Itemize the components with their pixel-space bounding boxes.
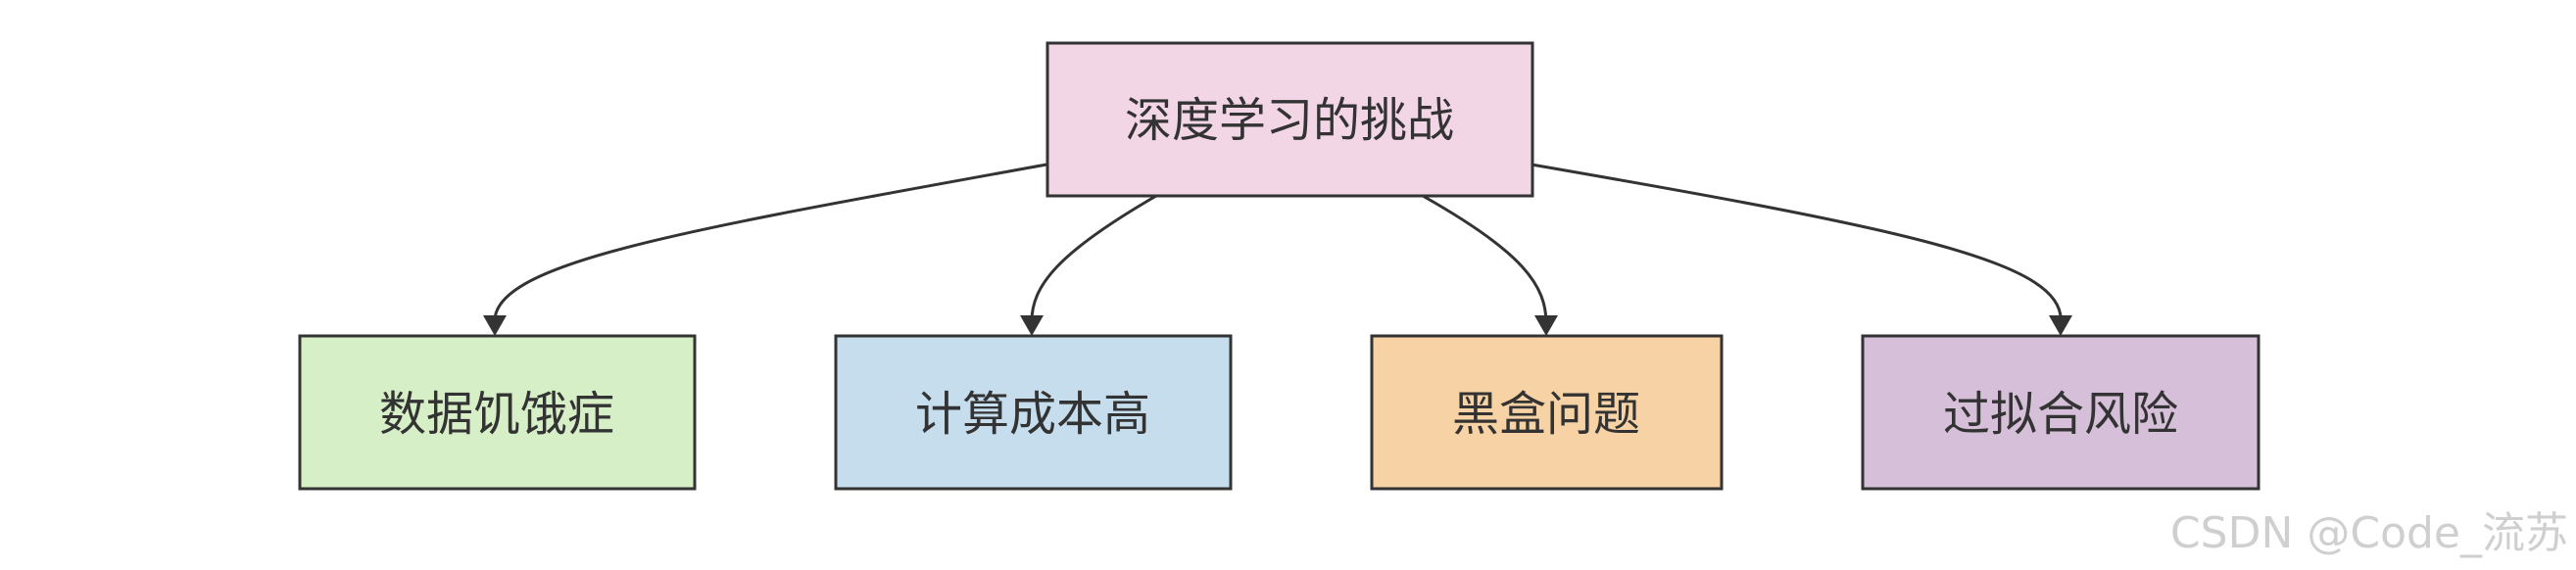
arrowhead-compute-cost <box>1020 315 1044 336</box>
child-node-label: 计算成本高 <box>915 387 1150 442</box>
child-node-box <box>1370 334 1724 491</box>
root-node: 深度学习的挑战 <box>1045 41 1534 198</box>
child-node-box <box>298 334 697 491</box>
child-node-label: 过拟合风险 <box>1943 387 2178 442</box>
edge-root-to-compute-cost <box>1030 194 1157 324</box>
child-node-label: 数据饥饿症 <box>379 387 614 442</box>
child-node-compute-cost: 计算成本高 <box>834 334 1233 491</box>
arrowhead-data-hunger <box>483 315 507 336</box>
root-node-label: 深度学习的挑战 <box>1125 93 1454 148</box>
edge-root-to-data-hunger <box>493 163 1047 324</box>
child-node-black-box: 黑盒问题 <box>1370 334 1724 491</box>
arrowhead-overfitting <box>2049 315 2072 336</box>
watermark-text: CSDN @Code_流苏 <box>2169 508 2568 558</box>
edge-root-to-black-box <box>1422 194 1548 324</box>
arrowhead-black-box <box>1534 315 1558 336</box>
child-node-box <box>834 334 1233 491</box>
child-node-box <box>1861 334 2260 491</box>
child-node-overfitting: 过拟合风险 <box>1861 334 2260 491</box>
root-node-box <box>1045 41 1534 198</box>
edge-root-to-overfitting <box>1531 163 2063 324</box>
edges <box>483 163 2072 336</box>
child-node-data-hunger: 数据饥饿症 <box>298 334 697 491</box>
child-node-label: 黑盒问题 <box>1452 387 1640 442</box>
